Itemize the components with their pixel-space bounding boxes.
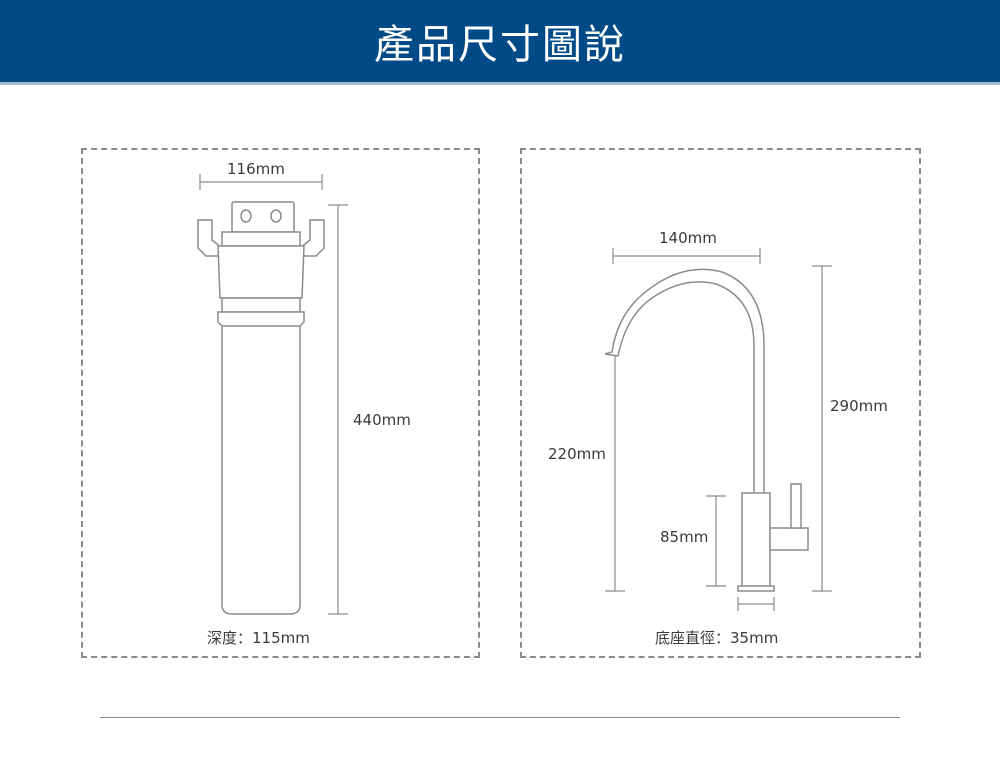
page-title: 產品尺寸圖說 [374,22,626,68]
filter-width-dimension [199,174,323,190]
filter-height-dimension [328,204,348,615]
faucet-reach-dimension [612,248,761,264]
faucet-total-height-label: 290mm [830,397,888,415]
faucet-reach-label: 140mm [659,229,717,247]
faucet-spout-height-label: 220mm [548,445,606,463]
faucet-base-diameter-dimension [737,597,775,611]
bottom-divider [100,717,900,718]
faucet-base-height-label: 85mm [660,528,709,546]
filter-depth-label: 深度：115mm [207,629,310,647]
faucet-dimension-panel [520,148,921,658]
filter-illustration [197,201,325,615]
header-underline [0,82,1000,85]
header-banner: 產品尺寸圖說 [0,0,1000,82]
filter-width-label: 116mm [227,160,285,178]
faucet-base-diameter-label: 底座直徑：35mm [655,629,779,647]
faucet-base-height-dimension [706,495,726,587]
faucet-spout-height-dimension [605,356,625,592]
faucet-total-height-dimension [812,265,832,592]
faucet-illustration [604,268,809,592]
filter-dimension-panel [81,148,480,658]
filter-height-label: 440mm [353,411,411,429]
